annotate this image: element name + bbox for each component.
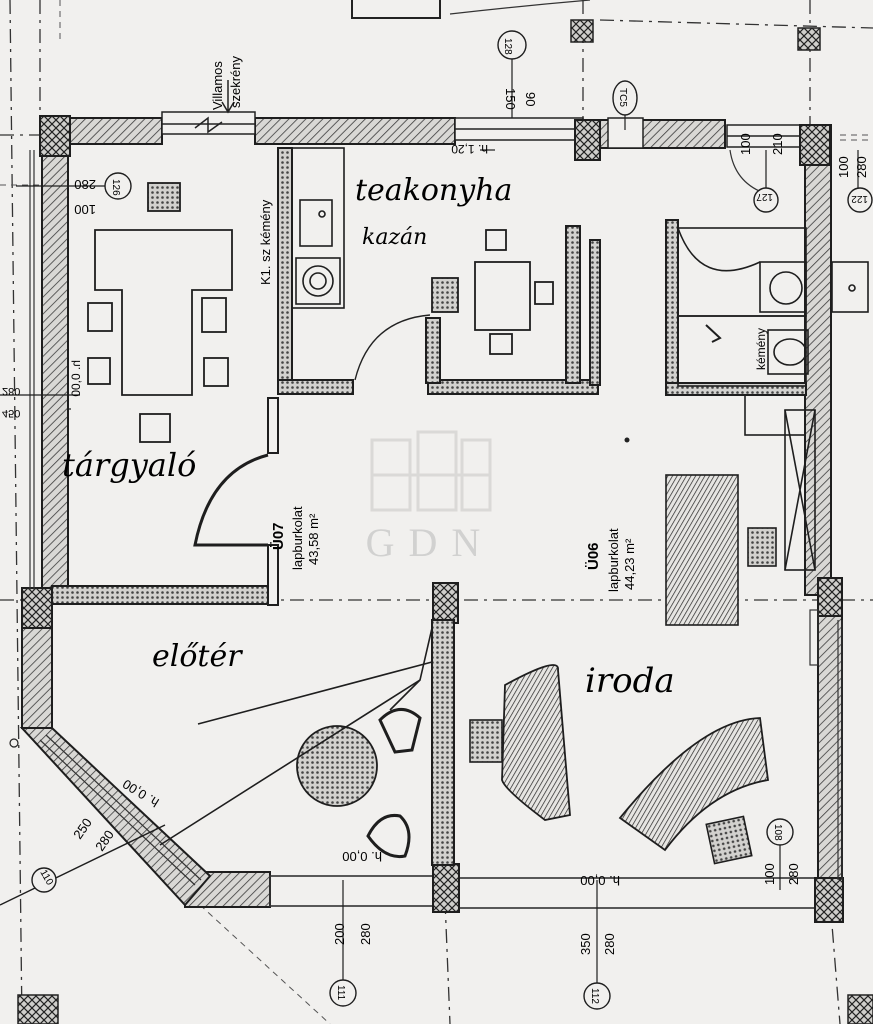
watermark-text: GDN xyxy=(366,520,495,565)
dim-edge-280: 280 xyxy=(2,385,20,397)
neighbor-fixture-top xyxy=(351,0,441,19)
tag-126: 126 xyxy=(110,179,121,196)
column-symbol xyxy=(17,994,59,1024)
top-windows xyxy=(161,111,806,149)
tag-112: 112 xyxy=(589,988,600,1004)
tag-128: 128 xyxy=(502,38,513,55)
room-name-office: iroda xyxy=(585,661,675,701)
round-table xyxy=(296,725,378,807)
dim-left-100: 100 xyxy=(74,202,96,217)
meeting-table xyxy=(87,182,233,443)
room-name-kitchen: teakonyha xyxy=(355,173,512,208)
column-symbol xyxy=(847,994,873,1024)
curved-desk-center xyxy=(501,664,571,821)
room-code: Ü07 xyxy=(270,522,287,550)
kitchen-counter xyxy=(291,147,345,309)
dim-diag-250: 250 xyxy=(70,815,95,841)
electric-cabinet-symbol xyxy=(194,116,223,134)
room-info-u06: Ü06 lapburkolat 44,23 m² xyxy=(585,528,637,592)
file-cabinet xyxy=(665,474,739,626)
right-window xyxy=(809,609,843,880)
edge-marker xyxy=(9,738,19,748)
right-shelving xyxy=(744,394,816,571)
dim-bottom-350: 350 xyxy=(578,933,593,955)
tag-127: 127 xyxy=(756,191,773,202)
interior-walls xyxy=(51,147,807,866)
dim-left-280: 280 xyxy=(74,177,96,192)
electric-cabinet-arrow xyxy=(221,80,235,114)
dim-top-150: 150 xyxy=(503,88,518,110)
dim-far-280: 280 xyxy=(854,156,869,178)
chimney-k1-label: K1. sz kémény xyxy=(258,199,273,285)
room-name-stove: kazán xyxy=(362,225,427,250)
chimney-right-label: kémény xyxy=(754,328,768,370)
kitchen-table xyxy=(431,229,554,355)
tag-108: 108 xyxy=(772,824,783,841)
level-bottom-a-label: h. 0,00 xyxy=(342,849,382,864)
room-area: 44,23 m² xyxy=(622,538,637,590)
level-diagonal-line xyxy=(0,824,166,906)
watermark-logo xyxy=(370,430,492,512)
curved-desk-right xyxy=(618,717,770,852)
diagonal-wall xyxy=(19,727,212,907)
sill-height-label: h. 1,20 xyxy=(451,142,488,156)
diagonal-window xyxy=(39,734,202,886)
room-area: 43,58 m² xyxy=(306,513,321,565)
room-name-meeting: tárgyaló xyxy=(62,446,196,484)
electric-cabinet-label-2: szekrény xyxy=(228,55,243,108)
room-info-u07: Ü07 lapburkolat 43,58 m² xyxy=(270,506,321,570)
point-marker xyxy=(624,437,630,443)
room-finish: lapburkolat xyxy=(606,528,621,592)
dim-bottom-280b: 280 xyxy=(602,933,617,955)
tag-122: 122 xyxy=(851,193,868,204)
office-chair-right xyxy=(747,527,777,567)
dim-far-100: 100 xyxy=(836,156,851,178)
room-name-entrance: előtér xyxy=(152,639,243,674)
tag-111: 111 xyxy=(335,985,346,1001)
neighbor-arc-top xyxy=(449,0,591,15)
room-code: Ü06 xyxy=(585,542,602,570)
bathroom xyxy=(677,227,869,387)
entrance-door-swing xyxy=(159,627,433,846)
tag-leaders xyxy=(0,59,859,983)
left-window xyxy=(29,150,35,590)
dim-edge-450: 450 xyxy=(2,407,20,419)
column-symbol xyxy=(797,27,821,51)
office-chair-right-bottom xyxy=(705,815,753,865)
columns xyxy=(21,115,844,923)
armchair-top xyxy=(378,708,422,754)
electric-cabinet-label-1: Villamos xyxy=(210,61,225,110)
column-symbol xyxy=(570,19,594,43)
dim-br-280: 280 xyxy=(786,863,801,885)
office-chair-center xyxy=(469,719,503,763)
dim-bottom-280a: 280 xyxy=(358,923,373,945)
tag-tc5: TC5 xyxy=(617,88,628,107)
kitchen-door-swing xyxy=(354,314,431,381)
dim-right-210: 210 xyxy=(770,133,785,155)
dim-right-100: 100 xyxy=(738,133,753,155)
dim-bottom-200: 200 xyxy=(332,923,347,945)
meeting-door-swing xyxy=(193,453,269,547)
level-left-label: h. 0,00 xyxy=(69,360,83,397)
room-finish: lapburkolat xyxy=(290,506,305,570)
dim-br-100: 100 xyxy=(762,863,777,885)
armchair-bottom xyxy=(366,813,411,859)
dim-top-90: 90 xyxy=(523,92,538,106)
level-bottom-b-label: h. 0,00 xyxy=(580,873,620,888)
